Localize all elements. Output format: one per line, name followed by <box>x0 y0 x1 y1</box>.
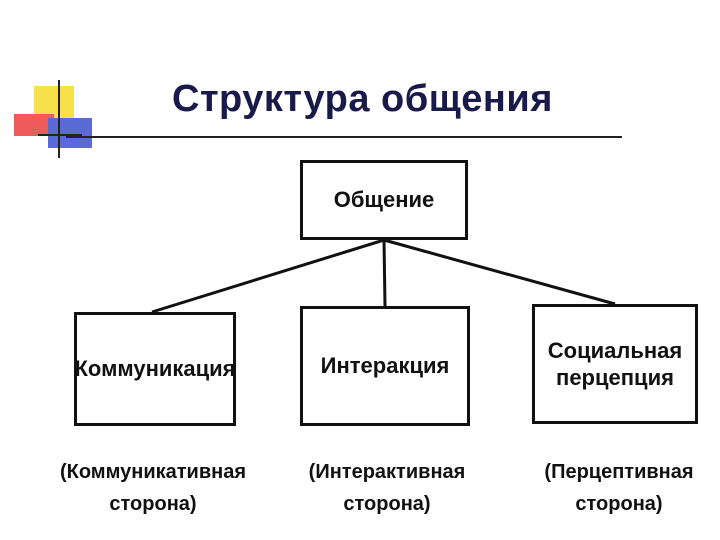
connector-root-to-communication <box>151 238 385 314</box>
decorative-horizontal-line <box>38 134 82 136</box>
node-communication: Коммуникация <box>74 312 236 426</box>
caption-communicative-side: (Коммуникативная сторона) <box>59 461 247 515</box>
decorative-red-square <box>14 114 54 136</box>
page-title: Структура общения <box>172 78 553 120</box>
caption-interactive-side: (Интерактивная сторона) <box>308 461 466 515</box>
node-label: Коммуникация <box>74 356 236 382</box>
node-social-perception: Социальная перцепция <box>532 304 698 424</box>
caption-perceptive-side: (Перцептивная сторона) <box>544 461 694 515</box>
node-interaction: Интеракция <box>300 306 470 426</box>
connector-root-to-interaction <box>382 239 387 307</box>
node-label: Социальная перцепция <box>547 337 683 391</box>
node-label: Интеракция <box>320 353 450 379</box>
decorative-vertical-line <box>58 80 60 158</box>
node-label: Общение <box>333 187 435 213</box>
node-communication-root: Общение <box>300 160 468 240</box>
title-underline <box>66 136 622 138</box>
decorative-blue-square <box>48 118 92 148</box>
connector-root-to-perception <box>383 238 616 306</box>
